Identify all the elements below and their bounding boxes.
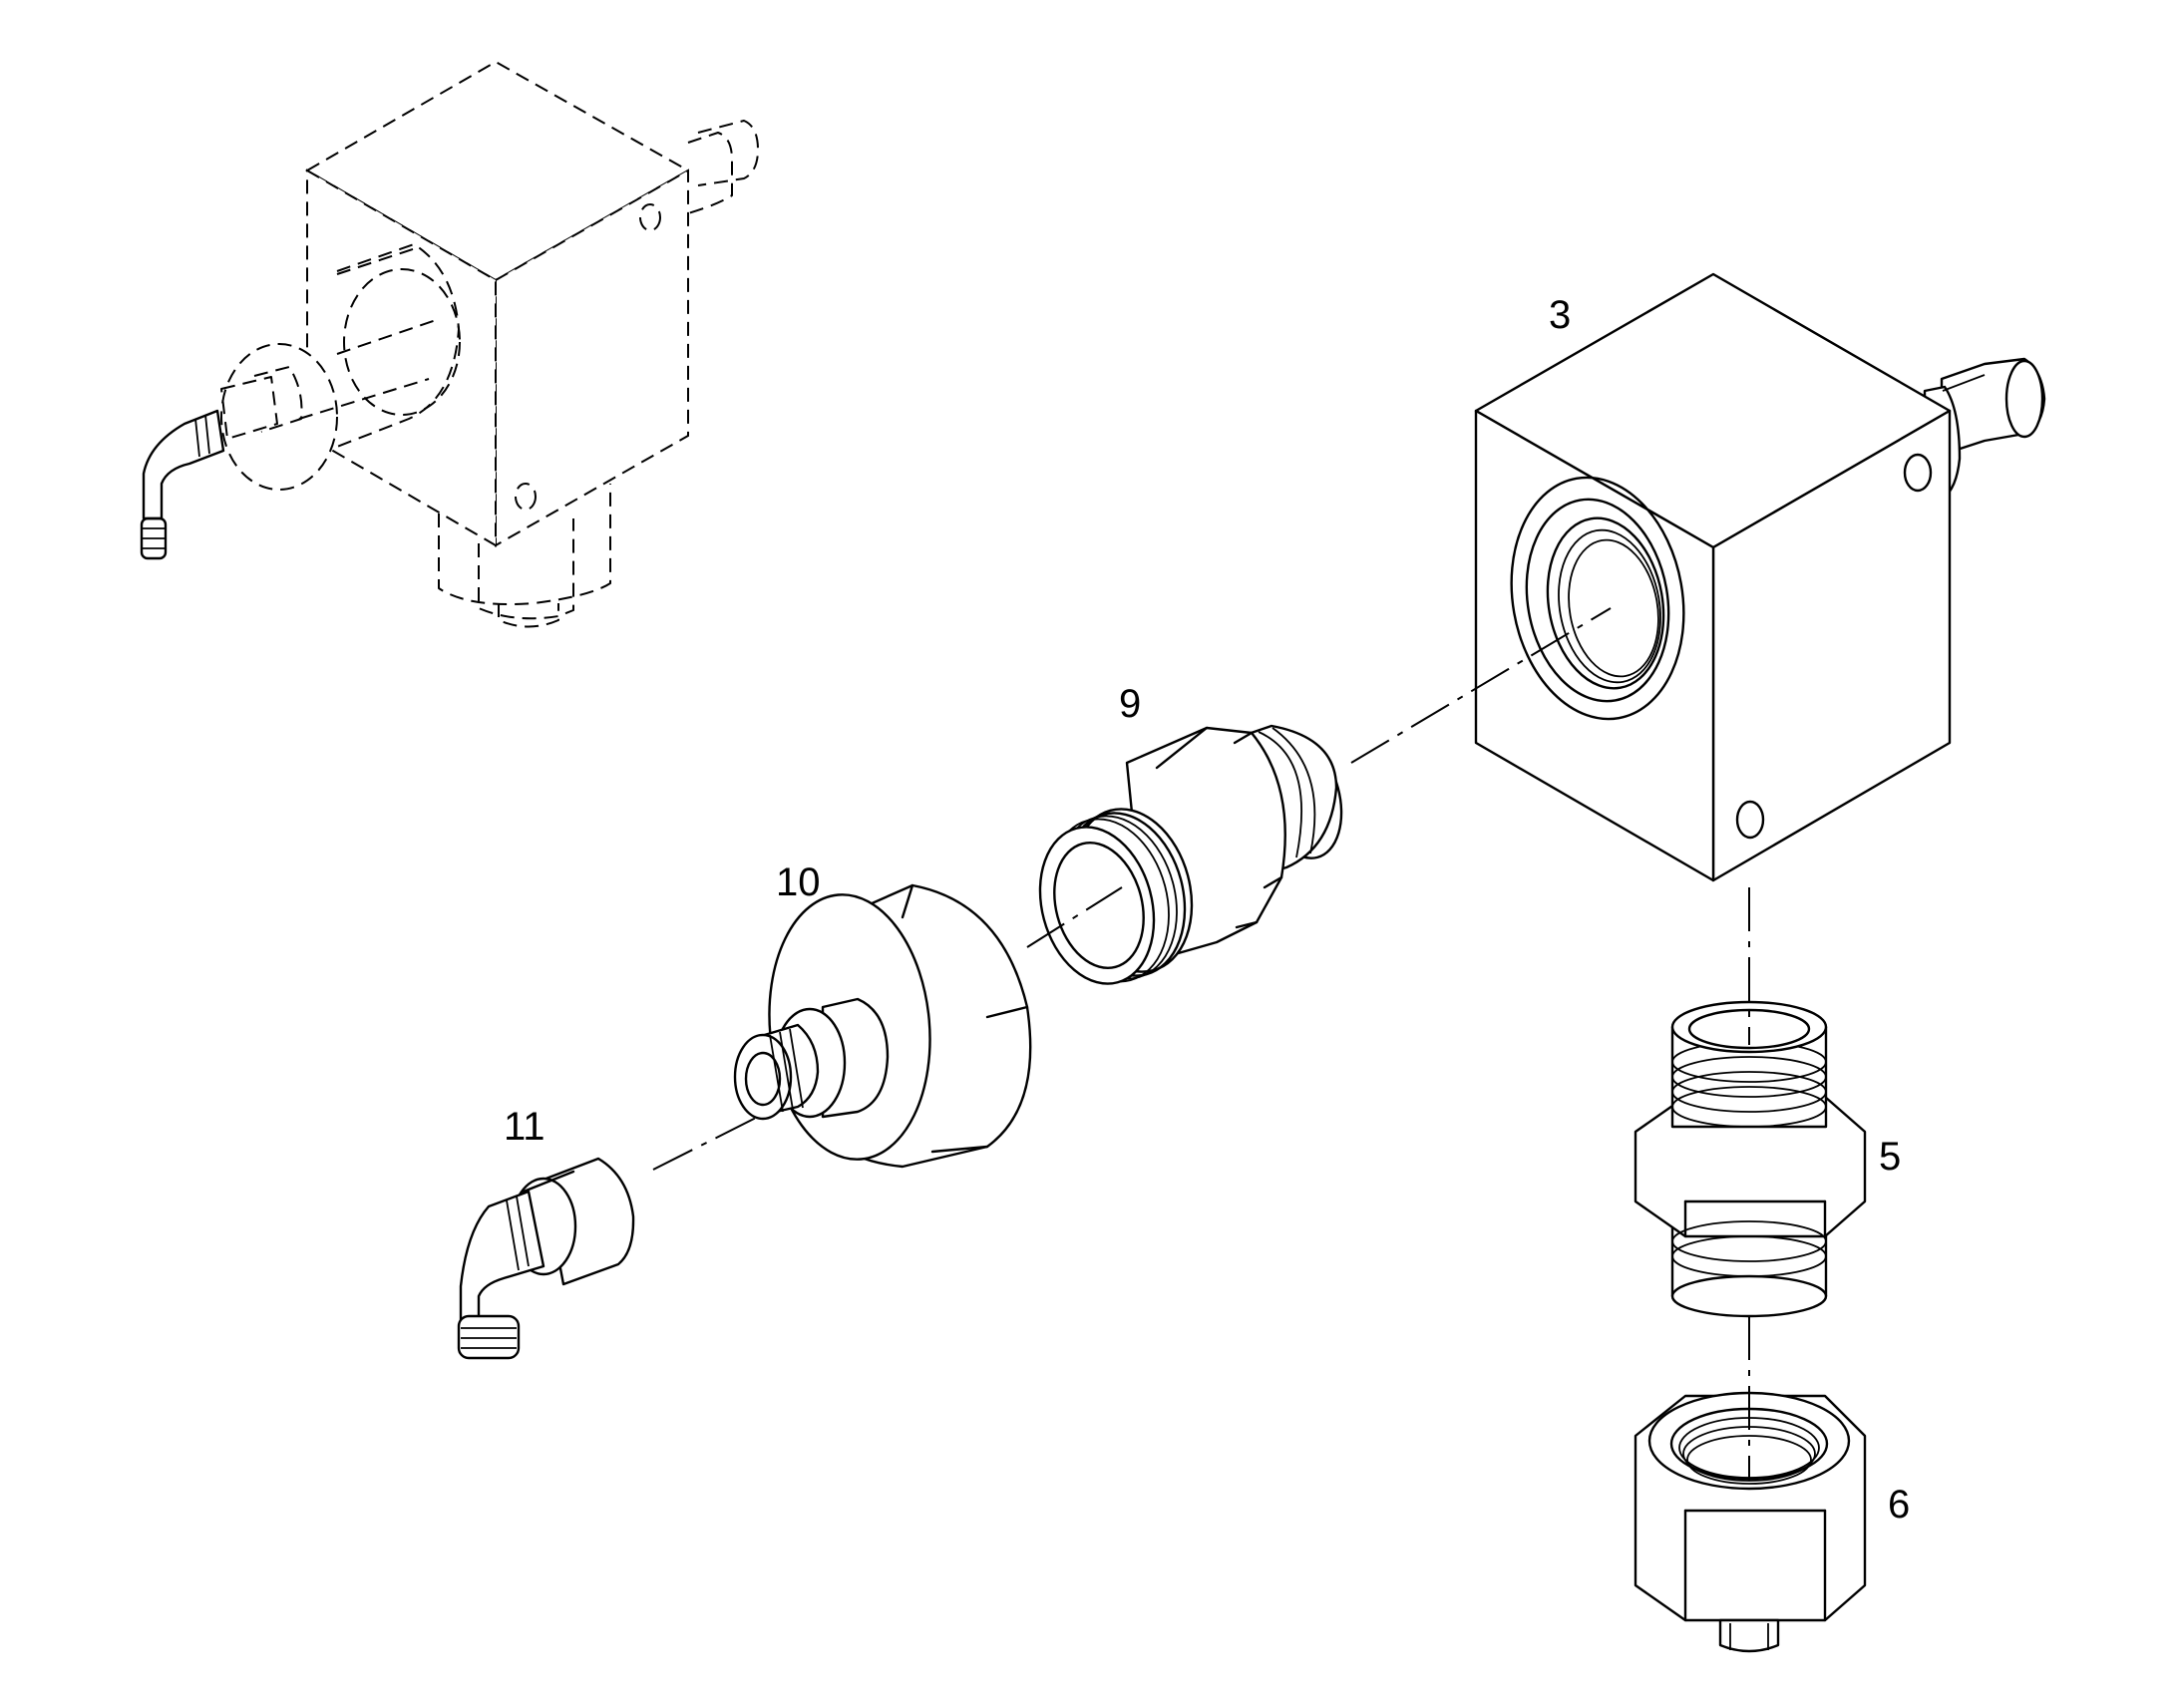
label-part-5: 5 [1879, 1135, 1901, 1179]
part-6-nut [1634, 1391, 1867, 1653]
label-part-11: 11 [504, 1105, 545, 1149]
assembly-center-lines [652, 607, 1750, 1481]
part-3-valve-block [1474, 272, 2046, 882]
assembled-reference-view [140, 60, 759, 628]
part-9-adapter [1038, 724, 1343, 985]
label-part-3: 3 [1549, 293, 1571, 337]
label-part-9: 9 [1119, 682, 1141, 726]
part-10-cap-nut [733, 883, 1032, 1169]
label-part-10: 10 [776, 860, 821, 904]
part-11-elbow [457, 1157, 635, 1360]
label-part-6: 6 [1888, 1483, 1910, 1527]
part-labels: 3 9 10 11 5 6 [504, 293, 1910, 1527]
part-5-union-fitting [1634, 1000, 1867, 1318]
